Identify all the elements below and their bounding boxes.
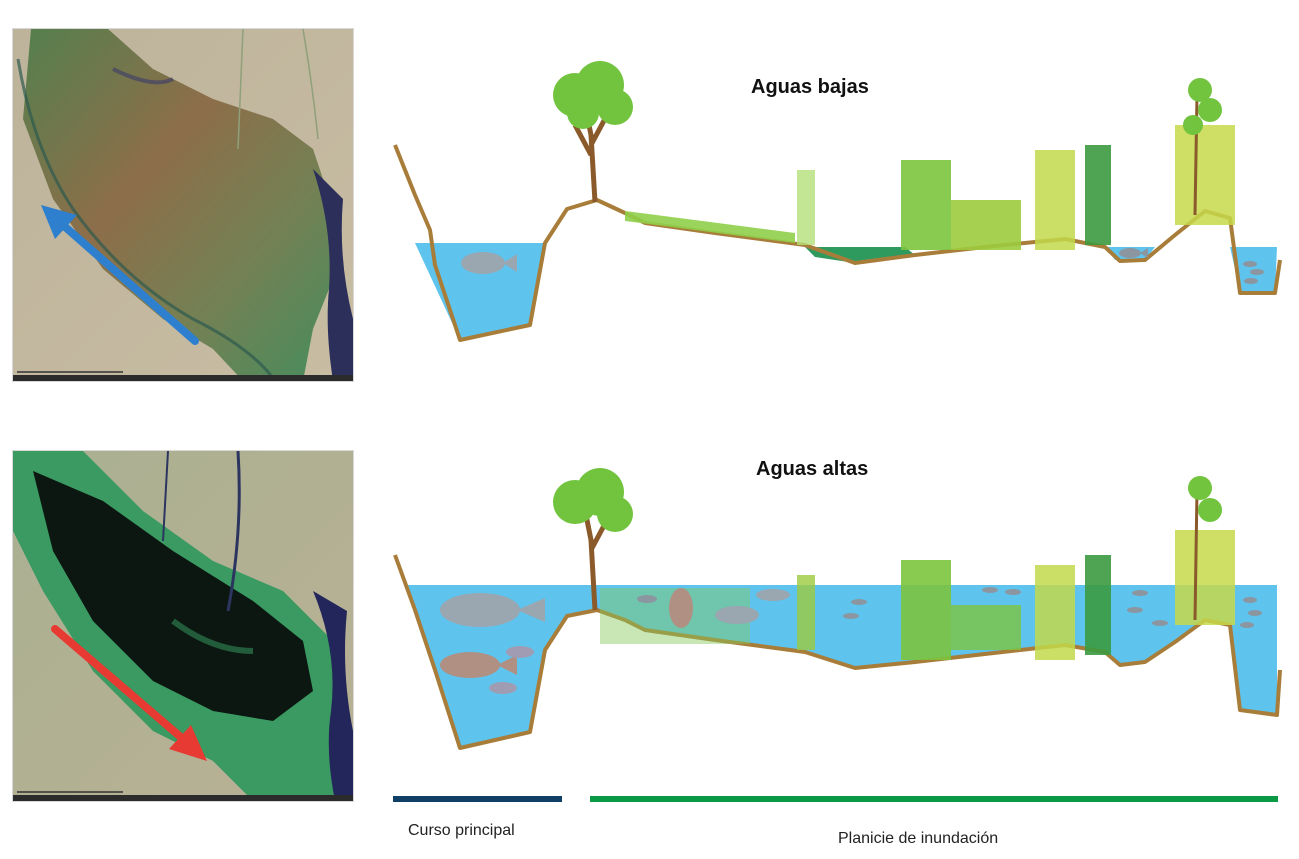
fish-icon bbox=[440, 652, 517, 678]
satellite-map-high-water bbox=[12, 450, 354, 802]
fish-icon bbox=[489, 646, 534, 694]
fish-icon bbox=[637, 588, 790, 628]
legend-bar-floodplain bbox=[590, 796, 1278, 802]
fish-icon bbox=[461, 252, 517, 274]
reeds-cluster bbox=[797, 125, 1235, 250]
tree-icon bbox=[553, 468, 633, 611]
fish-icon bbox=[1119, 248, 1148, 258]
legend-bar-main-channel bbox=[393, 796, 562, 802]
legend-label-floodplain: Planicie de inundación bbox=[838, 830, 999, 847]
tree-icon bbox=[1188, 476, 1222, 621]
tree-icon bbox=[553, 61, 633, 203]
lagoon-water bbox=[805, 247, 915, 263]
cross-section-low-water bbox=[385, 61, 1290, 355]
panel-title-low-water: Aguas bajas bbox=[751, 76, 869, 98]
grass-strip bbox=[625, 211, 795, 243]
satellite-map-low-water bbox=[12, 28, 354, 382]
panel-title-high-water: Aguas altas bbox=[756, 458, 869, 480]
legend-label-main-channel: Curso principal bbox=[408, 822, 515, 839]
fish-icon bbox=[440, 593, 545, 627]
cross-section-high-water bbox=[385, 468, 1290, 760]
satellite-image-high bbox=[13, 451, 353, 801]
arrow-up-left-icon bbox=[41, 205, 199, 345]
tree-icon bbox=[1183, 78, 1222, 216]
fish-icon bbox=[843, 587, 1262, 628]
satellite-image-low bbox=[13, 29, 353, 381]
reeds-cluster bbox=[600, 530, 1235, 660]
fish-icon bbox=[1243, 261, 1264, 284]
arrow-down-right-icon bbox=[51, 625, 207, 761]
